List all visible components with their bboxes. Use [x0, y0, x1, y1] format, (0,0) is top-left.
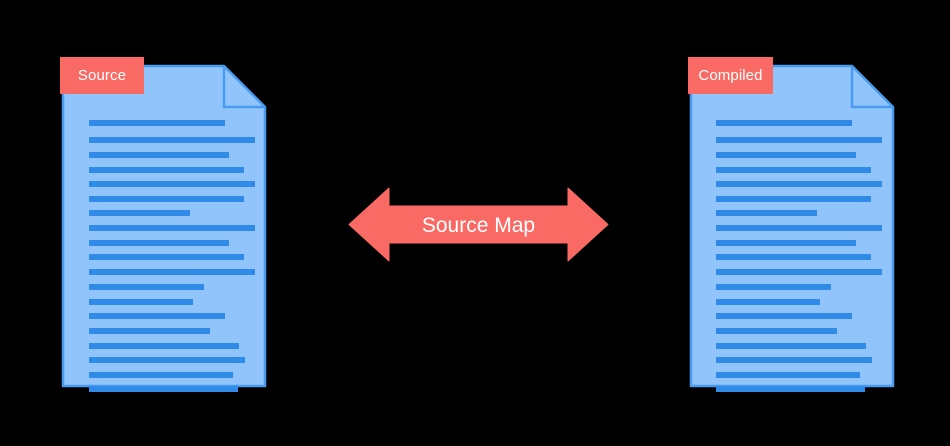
- document-text-line: [89, 120, 225, 126]
- document-text-line: [89, 167, 244, 173]
- document-text-line: [716, 196, 871, 202]
- document-text-line: [89, 328, 210, 334]
- source-document-text-lines: [89, 120, 255, 392]
- document-text-line: [89, 181, 255, 187]
- document-text-line: [89, 357, 245, 363]
- document-text-line: [716, 137, 882, 143]
- source-badge-label: Source: [77, 67, 127, 84]
- compiled-document-sheet: [689, 64, 895, 388]
- compiled-document-text-lines: [716, 120, 882, 392]
- document-text-line: [716, 254, 871, 260]
- document-text-line: [89, 137, 255, 143]
- document-text-line: [716, 343, 866, 349]
- document-text-line: [716, 210, 817, 216]
- document-text-line: [89, 299, 193, 305]
- document-text-line: [89, 196, 244, 202]
- document-text-line: [716, 357, 872, 363]
- compiled-badge[interactable]: Compiled: [688, 57, 773, 94]
- document-text-line: [716, 328, 837, 334]
- document-text-line: [716, 181, 882, 187]
- source-document-icon[interactable]: [61, 64, 267, 388]
- source-document-fold-icon: [222, 66, 265, 109]
- document-text-line: [89, 284, 204, 290]
- document-text-line: [716, 152, 856, 158]
- source-badge[interactable]: Source: [60, 57, 144, 94]
- document-text-line: [89, 313, 225, 319]
- document-text-line: [89, 372, 233, 378]
- connector-label: Source Map: [389, 215, 568, 236]
- document-text-line: [89, 254, 244, 260]
- document-text-line: [716, 372, 860, 378]
- document-text-line: [716, 167, 871, 173]
- document-text-line: [716, 269, 882, 275]
- document-text-line: [89, 269, 255, 275]
- document-text-line: [716, 284, 831, 290]
- document-text-line: [89, 225, 255, 231]
- source-document-sheet: [61, 64, 267, 388]
- document-text-line: [716, 225, 882, 231]
- document-text-line: [89, 152, 229, 158]
- connector-label-text: Source Map: [421, 214, 536, 237]
- document-text-line: [716, 299, 820, 305]
- document-text-line: [716, 240, 856, 246]
- document-text-line: [89, 386, 238, 392]
- document-text-line: [89, 210, 190, 216]
- document-text-line: [716, 386, 865, 392]
- compiled-document-icon[interactable]: [689, 64, 895, 388]
- document-text-line: [89, 343, 239, 349]
- document-text-line: [716, 313, 852, 319]
- compiled-badge-label: Compiled: [698, 67, 763, 84]
- compiled-document-fold-icon: [850, 66, 893, 109]
- document-text-line: [716, 120, 852, 126]
- document-text-line: [89, 240, 229, 246]
